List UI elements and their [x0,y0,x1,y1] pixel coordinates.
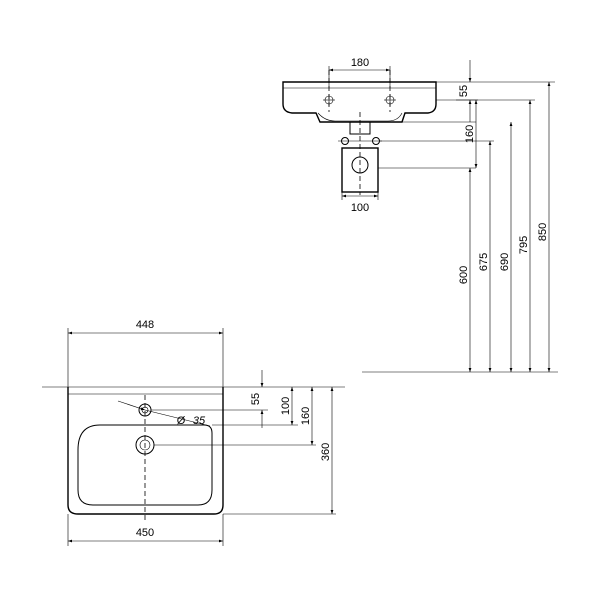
dim-label-tap-offset: 55 [250,393,262,405]
diameter-symbol: Ø [177,415,186,427]
diameter-label: Ø 35 [177,415,206,427]
dim-label-h690: 690 [499,253,511,271]
dim-label-total-depth: 360 [320,443,332,461]
dim-label-drain-offset: 100 [280,397,292,415]
dim-label-trap-width: 100 [351,202,369,214]
dim-label-h600: 600 [458,266,470,284]
dim-label-outer-width: 448 [136,319,154,331]
dim-label-hole-diameter: 35 [193,415,206,427]
dim-label-rim-depth: 55 [458,85,470,97]
dim-label-inner-width: 450 [136,527,154,539]
top-view: Ø 35 448 450 55 100 160 360 [42,319,345,546]
dim-label-h795: 795 [518,236,530,254]
basin-plan-outline [67,387,224,515]
dim-label-trap-offset: 160 [464,125,476,143]
dim-label-h675: 675 [478,253,490,271]
trap-body [341,147,379,193]
diameter-leader [117,400,146,411]
drain-neck [349,121,371,135]
basin-front-inner [317,112,403,122]
basin-plan-bowl [77,424,213,506]
dim-label-h850: 850 [537,223,549,241]
dim-label-tap-spacing: 180 [351,57,369,69]
dim-label-basin-depth: 160 [300,407,312,425]
side-view: 180 100 55 160 600 675 690 795 [282,57,558,373]
trap-outlet [351,156,369,174]
diameter-leader-tail [144,409,211,427]
